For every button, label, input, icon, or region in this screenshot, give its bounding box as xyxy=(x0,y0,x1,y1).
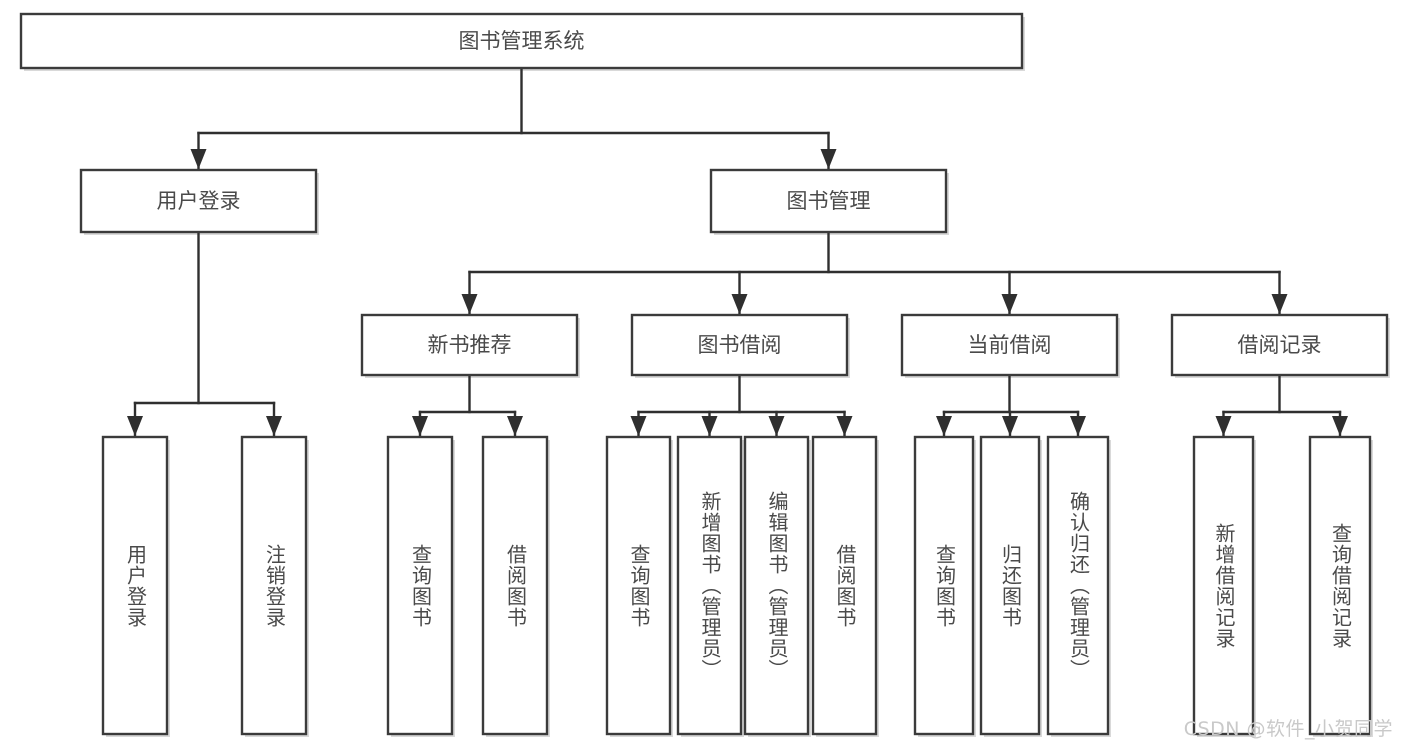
arrow-head-icon xyxy=(768,416,785,436)
node-leaf-query-book-3[interactable] xyxy=(913,435,975,736)
node-leaf-query-book-1[interactable] xyxy=(386,435,454,736)
arrow-head-icon xyxy=(1332,416,1348,436)
arrow-head-icon xyxy=(190,149,207,169)
node-leaf-query-record[interactable] xyxy=(1308,435,1372,736)
node-leaf-add-record[interactable] xyxy=(1192,435,1255,736)
arrow-head-icon xyxy=(820,149,837,169)
node-book-manage[interactable] xyxy=(709,168,948,234)
arrow-head-icon xyxy=(127,416,143,436)
node-leaf-confirm-return[interactable] xyxy=(1046,435,1110,736)
arrow-head-icon xyxy=(1001,294,1018,314)
node-book-manage-label: 图书管理 xyxy=(787,189,871,213)
node-root-label: 图书管理系统 xyxy=(459,29,585,53)
node-leaf-logout[interactable] xyxy=(240,435,308,736)
box-layer xyxy=(19,12,1389,736)
node-leaf-return-book[interactable] xyxy=(979,435,1041,736)
node-leaf-add-book[interactable] xyxy=(676,435,743,736)
arrow-head-icon xyxy=(1002,416,1018,436)
arrow-head-icon xyxy=(507,416,523,436)
arrow-head-icon xyxy=(731,294,748,314)
arrow-head-icon xyxy=(461,294,478,314)
arrow-head-icon xyxy=(630,416,647,436)
arrow-head-icon xyxy=(1070,416,1086,436)
arrow-head-icon xyxy=(1271,294,1288,314)
node-book-borrow[interactable] xyxy=(630,313,849,377)
connector-layer xyxy=(127,66,1348,437)
node-leaf-edit-book[interactable] xyxy=(743,435,810,736)
arrow-head-icon xyxy=(701,416,718,436)
node-current-borrow-label: 当前借阅 xyxy=(968,333,1052,357)
watermark-text: CSDN @软件_小贺同学 xyxy=(1183,718,1393,740)
node-new-book-recommend[interactable] xyxy=(360,313,579,377)
arrow-head-icon xyxy=(1215,416,1232,436)
arrow-head-icon xyxy=(836,416,853,436)
node-leaf-borrow-book-1[interactable] xyxy=(481,435,549,736)
node-new-book-recommend-label: 新书推荐 xyxy=(428,333,512,357)
arrow-head-icon xyxy=(412,416,428,436)
node-current-borrow[interactable] xyxy=(900,313,1119,377)
arrow-head-icon xyxy=(266,416,282,436)
node-root[interactable] xyxy=(19,12,1024,70)
node-borrow-record-label: 借阅记录 xyxy=(1238,333,1322,357)
node-user-login[interactable] xyxy=(79,168,318,234)
node-book-borrow-label: 图书借阅 xyxy=(698,333,782,357)
node-user-login-label: 用户登录 xyxy=(157,189,241,213)
arrow-head-icon xyxy=(936,416,952,436)
node-leaf-borrow-book-2[interactable] xyxy=(811,435,878,736)
node-leaf-query-book-2[interactable] xyxy=(605,435,672,736)
node-leaf-user-login[interactable] xyxy=(101,435,169,736)
node-borrow-record[interactable] xyxy=(1170,313,1389,377)
